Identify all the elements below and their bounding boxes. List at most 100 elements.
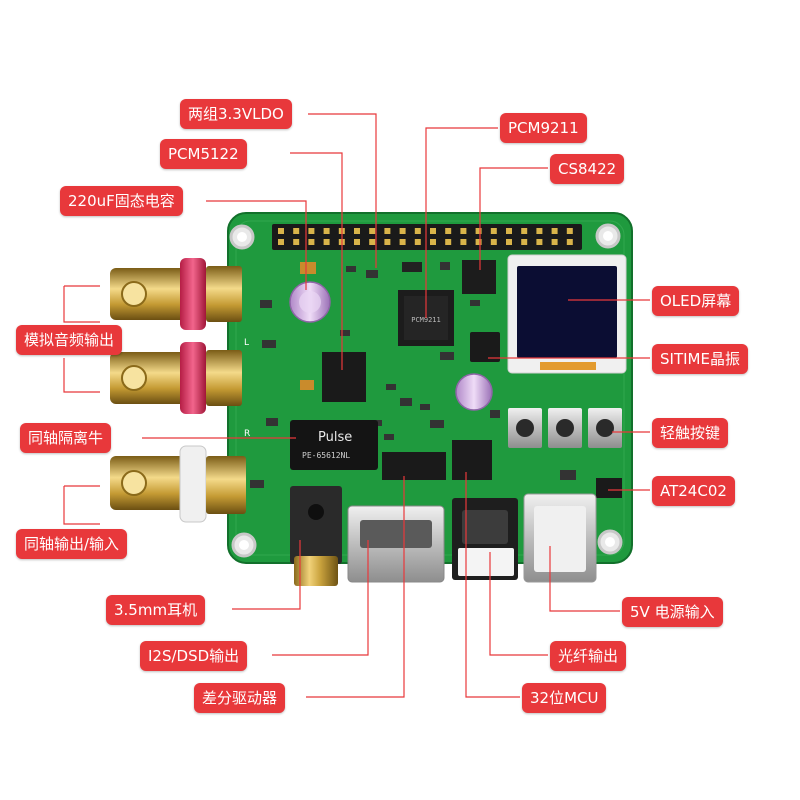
gpio-pin xyxy=(445,228,452,234)
gpio-pin xyxy=(506,228,512,234)
coax-transformer: Pulse PE-65612NL xyxy=(290,420,378,470)
gpio-pin xyxy=(566,239,573,245)
svg-text:PCM9211: PCM9211 xyxy=(411,316,441,324)
gpio-pin xyxy=(475,239,482,245)
smd-part xyxy=(250,480,264,488)
mounting-hole-top-right xyxy=(595,223,621,249)
label-sitime: SITIME晶振 xyxy=(652,344,748,374)
smd-part xyxy=(300,262,316,274)
gpio-pin xyxy=(293,228,300,234)
leader-cap220 xyxy=(206,200,307,290)
optical-connector xyxy=(452,498,518,580)
oled-screen xyxy=(507,254,627,374)
tactile-button-2 xyxy=(548,408,582,448)
smd-part xyxy=(266,418,278,426)
leader-diff-driver xyxy=(306,476,405,698)
pcm5122-chip xyxy=(322,352,366,402)
label-cs8422: CS8422 xyxy=(550,154,625,184)
headphone-jack-35mm xyxy=(290,486,342,586)
leader-i2s xyxy=(272,540,369,656)
label-coax-io: 同轴输出/输入 xyxy=(16,529,128,559)
gpio-pin xyxy=(460,228,467,234)
transformer-part-text: PE-65612NL xyxy=(302,451,350,460)
smd-part xyxy=(386,384,396,390)
gpio-header xyxy=(272,224,582,250)
smd-part xyxy=(400,398,412,406)
leader-analog-out-2 xyxy=(63,358,100,393)
label-pcm5122: PCM5122 xyxy=(160,139,247,169)
label-diff-driver: 差分驱动器 xyxy=(194,683,286,713)
gpio-pin xyxy=(430,228,436,234)
gpio-pin xyxy=(369,239,376,245)
smd-part xyxy=(440,352,454,360)
gpio-pin xyxy=(354,239,360,245)
rca-connector-left: L xyxy=(110,258,249,348)
smd-part xyxy=(470,300,480,306)
mounting-hole-bottom-left xyxy=(231,532,257,558)
label-coax-transformer: 同轴隔离牛 xyxy=(20,423,112,453)
gpio-pin xyxy=(278,239,284,245)
label-jack35: 3.5mm耳机 xyxy=(106,595,206,625)
tactile-button-3 xyxy=(588,408,622,448)
rca-l-mark: L xyxy=(244,338,249,348)
smd-part xyxy=(346,266,356,272)
smd-part xyxy=(300,380,314,390)
leader-analog-out xyxy=(63,286,100,323)
gpio-pin xyxy=(323,239,330,245)
gpio-pin xyxy=(369,228,376,234)
rca-connector-coax xyxy=(110,445,246,523)
label-cap220: 220uF固态电容 xyxy=(60,186,183,216)
smd-part xyxy=(340,330,350,336)
smd-part xyxy=(260,300,272,308)
label-buttons: 轻触按键 xyxy=(652,418,729,448)
rca-connector-right: R xyxy=(110,342,250,439)
diff-driver-ic xyxy=(382,452,446,480)
leader-ldo xyxy=(308,113,377,268)
label-i2s-dsd: I2S/DSD输出 xyxy=(140,641,248,671)
transformer-brand-text: Pulse xyxy=(318,430,352,445)
leader-pcm9211 xyxy=(425,127,498,318)
leader-jack35 xyxy=(232,540,301,610)
leader-power-in xyxy=(549,546,620,612)
mounting-hole-top-left xyxy=(229,224,255,250)
tactile-button-1 xyxy=(508,408,542,448)
label-at24c02: AT24C02 xyxy=(652,476,735,506)
gpio-pin xyxy=(399,239,406,245)
gpio-pin xyxy=(521,228,528,234)
gpio-pin xyxy=(566,228,573,234)
cs8422-chip xyxy=(462,260,496,294)
gpio-pin xyxy=(354,228,360,234)
smd-part xyxy=(366,270,378,278)
gpio-pin xyxy=(384,228,391,234)
smd-part xyxy=(402,262,422,272)
label-optical-out: 光纤输出 xyxy=(550,641,627,671)
gpio-pin xyxy=(536,228,543,234)
gpio-pin xyxy=(399,228,406,234)
leader-optical xyxy=(489,552,548,656)
leader-coax-io xyxy=(63,486,100,525)
hdmi-connector xyxy=(347,505,445,583)
gpio-pin xyxy=(475,228,482,234)
gpio-pin xyxy=(384,239,391,245)
label-oled: OLED屏幕 xyxy=(652,286,740,316)
leader-mcu xyxy=(465,472,520,698)
gpio-pin xyxy=(293,239,300,245)
gpio-pin xyxy=(278,228,284,234)
gpio-pin xyxy=(521,239,528,245)
gpio-pin xyxy=(430,239,436,245)
gpio-pin xyxy=(308,239,315,245)
rca-r-mark: R xyxy=(244,429,250,439)
gpio-pin xyxy=(490,228,497,234)
gpio-pin xyxy=(506,239,512,245)
gpio-pin xyxy=(414,239,421,245)
label-mcu: 32位MCU xyxy=(522,683,607,713)
at24c02-chip xyxy=(596,478,622,498)
label-power-in: 5V 电源输入 xyxy=(622,597,723,627)
smd-part xyxy=(560,470,576,480)
gpio-pin xyxy=(414,228,421,234)
gpio-pin xyxy=(308,228,315,234)
smd-part xyxy=(262,340,276,348)
capacitor-220uf xyxy=(289,281,331,323)
label-ldo: 两组3.3VLDO xyxy=(180,99,292,129)
gpio-pin xyxy=(490,239,497,245)
